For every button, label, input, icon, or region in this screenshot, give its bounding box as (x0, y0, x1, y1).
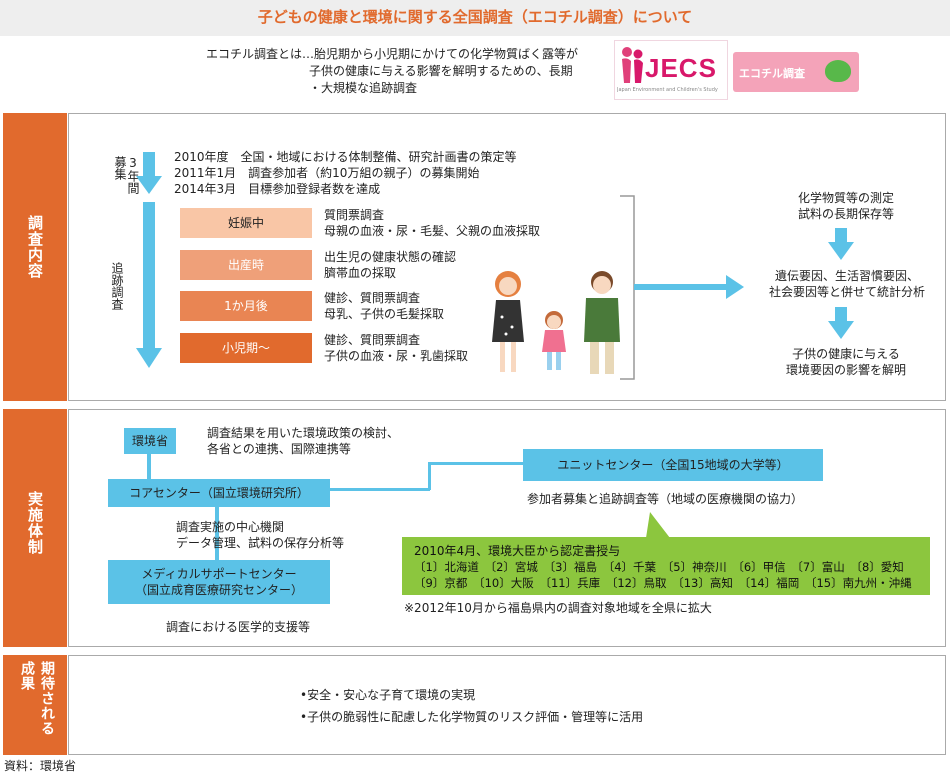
implementation-label: 実施体制 (26, 491, 44, 555)
stage-pregnancy: 妊娠中 (180, 208, 312, 238)
outcome-item: •安全・安心な子育て環境の実現 (300, 688, 476, 702)
unit-center-box: ユニットセンター（全国15地域の大学等） (523, 449, 823, 481)
survey-content-side: 調査内容 (3, 113, 67, 401)
timeline-item: 2014年3月 目標参加登録者数を達成 (174, 182, 381, 196)
stage-desc-line: 健診、質問票調査 (324, 291, 421, 305)
implementation-panel (68, 409, 946, 647)
stage-desc: 出生児の健康状態の確認 臍帯血の採取 (324, 249, 456, 281)
right-step-1: 化学物質等の測定 試料の長期保存等 (776, 190, 916, 222)
core-desc-line: データ管理、試料の保存分析等 (176, 536, 345, 550)
jecs-logo-text: JECS (645, 53, 717, 83)
right-step-line: 社会要因等と併せて統計分析 (768, 285, 925, 299)
unit-desc: 参加者募集と追跡調査等（地域の医療機関の協力） (527, 492, 804, 506)
kids-silhouette-icon (622, 47, 643, 83)
stage-desc-line: 質問票調査 (324, 208, 385, 222)
connector-line (215, 505, 219, 561)
stage-desc-line: 母親の血液・尿・毛髪、父親の血液採取 (324, 224, 541, 238)
right-step-line: 環境要因の影響を解明 (785, 363, 906, 377)
ministry-desc-line: 各省との連携、国際連携等 (207, 442, 351, 456)
certification-line: 〔9〕京都 〔10〕大阪 〔11〕兵庫 〔12〕鳥取 〔13〕高知 〔14〕福岡… (414, 576, 912, 590)
mascot-icon (825, 60, 851, 82)
timeline-arrows (136, 152, 162, 368)
right-step-line: 試料の長期保存等 (797, 207, 894, 221)
jecs-logo-subtext: Japan Environment and Children's Study (617, 87, 718, 93)
title-bar (0, 0, 950, 36)
note-text: ※2012年10月から福島県内の調査対象地域を全県に拡大 (404, 601, 712, 615)
timeline-item: 2010年度 全国・地域における体制整備、研究計画書の策定等 (174, 150, 517, 164)
medical-support-line: （国立成育医療研究センター） (134, 583, 303, 597)
certification-box: 2010年4月、環境大臣から認定書授与 〔1〕北海道 〔2〕宮城 〔3〕福島 〔… (402, 537, 930, 595)
stage-desc-line: 出生児の健康状態の確認 (324, 250, 457, 264)
outcomes-label: 期待される成果 (19, 661, 55, 736)
jecs-logo: JECS Japan Environment and Children's St… (614, 40, 728, 100)
followup-arrow-icon (136, 202, 162, 368)
bracket-connector (620, 195, 744, 380)
intro-line: エコチル調査とは…胎児期から小児期にかけての化学物質ばく露等が (206, 47, 579, 61)
timeline-item: 2011年1月 調査参加者（約10万組の親子）の募集開始 (174, 166, 480, 180)
ministry-desc-line: 調査結果を用いた環境政策の検討、 (207, 426, 400, 440)
medical-support-box: メディカルサポートセンター （国立成育医療研究センター） (108, 560, 330, 604)
intro-line: 子供の健康に与える影響を解明するための、長期 (309, 64, 573, 78)
outcome-item: •子供の脆弱性に配慮した化学物質のリスク評価・管理等に活用 (300, 710, 644, 724)
right-step-3: 子供の健康に与える 環境要因の影響を解明 (776, 346, 916, 378)
outcomes-list: •安全・安心な子育て環境の実現 •子供の脆弱性に配慮した化学物質のリスク評価・管… (300, 684, 643, 728)
outcomes-panel (68, 655, 946, 755)
recruit-label: 3年間募集 (113, 156, 140, 194)
right-step-2: 遺伝要因、生活習慣要因、 社会要因等と併せて統計分析 (751, 268, 943, 300)
implementation-side: 実施体制 (3, 409, 67, 647)
core-desc: 調査実施の中心機関 データ管理、試料の保存分析等 (176, 519, 344, 551)
followup-label: 追跡調査 (110, 262, 124, 310)
stage-desc: 健診、質問票調査 子供の血液・尿・乳歯採取 (324, 332, 468, 364)
source-text: 資料：環境省 (4, 759, 77, 773)
down-arrow-icon (828, 307, 854, 339)
medical-desc: 調査における医学的支援等 (166, 620, 311, 634)
connector-line (320, 488, 430, 491)
page-title: 子どもの健康と環境に関する全国調査（エコチル調査）について (257, 8, 693, 26)
connector-line (428, 462, 431, 490)
right-step-line: 子供の健康に与える (792, 347, 900, 361)
ministry-desc: 調査結果を用いた環境政策の検討、 各省との連携、国際連携等 (207, 425, 399, 457)
ecochil-logo: エコチル調査 (733, 52, 859, 92)
certification-line: 2010年4月、環境大臣から認定書授与 (414, 544, 621, 558)
recruit-arrow-icon (136, 152, 162, 194)
survey-content-label: 調査内容 (26, 215, 44, 279)
right-step-line: 化学物質等の測定 (797, 191, 894, 205)
stage-birth: 出産時 (180, 250, 312, 280)
stage-desc-line: 臍帯血の採取 (324, 266, 397, 280)
intro-text: エコチル調査とは…胎児期から小児期にかけての化学物質ばく露等が 子供の健康に与え… (206, 46, 616, 97)
stage-desc: 質問票調査 母親の血液・尿・毛髪、父親の血液採取 (324, 207, 540, 239)
timeline-text: 2010年度 全国・地域における体制整備、研究計画書の策定等 2011年1月 調… (174, 149, 517, 197)
family-illustration-icon (492, 271, 620, 374)
ecochil-logo-text: エコチル調査 (739, 67, 805, 80)
stage-childhood: 小児期～ (180, 333, 312, 363)
outcomes-side: 期待される成果 (3, 655, 67, 755)
stage-one-month: 1か月後 (180, 291, 312, 321)
down-arrow-icon (828, 228, 854, 260)
callout-pointer (646, 512, 670, 538)
intro-line: ・大規模な追跡調査 (309, 81, 418, 95)
core-center-box: コアセンター（国立環境研究所） (108, 479, 330, 507)
stage-desc-line: 母乳、子供の毛髪採取 (324, 307, 445, 321)
medical-support-line: メディカルサポートセンター (141, 567, 297, 581)
certification-line: 〔1〕北海道 〔2〕宮城 〔3〕福島 〔4〕千葉 〔5〕神奈川 〔6〕甲信 〔7… (414, 560, 904, 574)
right-step-line: 遺伝要因、生活習慣要因、 (774, 269, 919, 283)
stage-desc-line: 子供の血液・尿・乳歯採取 (324, 349, 469, 363)
ministry-box: 環境省 (124, 428, 176, 454)
connector-line (147, 450, 151, 480)
connector-line (428, 462, 524, 465)
stage-desc: 健診、質問票調査 母乳、子供の毛髪採取 (324, 290, 444, 322)
stage-desc-line: 健診、質問票調査 (324, 333, 421, 347)
core-desc-line: 調査実施の中心機関 (176, 520, 285, 534)
